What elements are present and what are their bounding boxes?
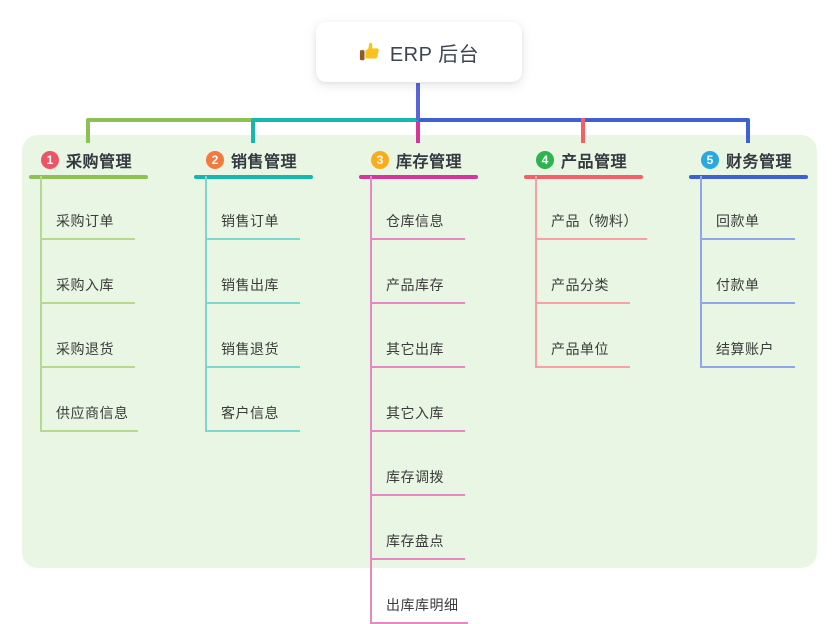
branch-sales: 2 销售管理 销售订单 销售出库 销售退货 客户信息 [194, 148, 359, 432]
branch-product: 4 产品管理 产品（物料） 产品分类 产品单位 [524, 148, 689, 368]
node-chanpin-danwei[interactable]: 产品单位 [535, 304, 630, 368]
node-kucun-diaobo[interactable]: 库存调拨 [370, 432, 465, 496]
node-chuku-mingxi[interactable]: 出库库明细 [370, 560, 468, 624]
branch-trunk [535, 176, 537, 367]
branch-finance-header[interactable]: 5 财务管理 [689, 148, 839, 172]
branch-product-children: 产品（物料） 产品分类 产品单位 [524, 176, 689, 368]
node-cangku-xinxi[interactable]: 仓库信息 [370, 176, 465, 240]
branch-inventory-header[interactable]: 3 库存管理 [359, 148, 524, 172]
node-xiaoshou-tuihuo[interactable]: 销售退货 [205, 304, 300, 368]
node-chanpin-wuliao[interactable]: 产品（物料） [535, 176, 647, 240]
branch-purchase-label: 采购管理 [66, 154, 133, 171]
branch-trunk [40, 176, 42, 431]
node-jiesuan-zhanghu[interactable]: 结算账户 [700, 304, 795, 368]
branch-inventory-children: 仓库信息 产品库存 其它出库 其它入库 库存调拨 库存盘点 出库库明细 [359, 176, 524, 624]
branch-purchase-children: 采购订单 采购入库 采购退货 供应商信息 [29, 176, 194, 432]
branch-sales-header[interactable]: 2 销售管理 [194, 148, 359, 172]
branch-purchase-underline [29, 175, 148, 179]
badge-5: 5 [701, 151, 719, 169]
node-qita-ruku[interactable]: 其它入库 [370, 368, 465, 432]
branch-finance-children: 回款单 付款单 结算账户 [689, 176, 839, 368]
node-kehu-xinxi[interactable]: 客户信息 [205, 368, 300, 432]
branch-inventory: 3 库存管理 仓库信息 产品库存 其它出库 其它入库 库存调拨 库存盘点 出库库… [359, 148, 524, 624]
branch-inventory-label: 库存管理 [396, 154, 463, 171]
node-caigou-dingdan[interactable]: 采购订单 [40, 176, 135, 240]
branch-finance-underline [689, 175, 808, 179]
branch-finance: 5 财务管理 回款单 付款单 结算账户 [689, 148, 839, 368]
branch-purchase: 1 采购管理 采购订单 采购入库 采购退货 供应商信息 [29, 148, 194, 432]
branch-sales-label: 销售管理 [231, 154, 298, 171]
node-fukuandan[interactable]: 付款单 [700, 240, 795, 304]
node-chanpin-kucun[interactable]: 产品库存 [370, 240, 465, 304]
branch-product-label: 产品管理 [561, 154, 628, 171]
node-xiaoshou-chuku[interactable]: 销售出库 [205, 240, 300, 304]
node-xiaoshou-dingdan[interactable]: 销售订单 [205, 176, 300, 240]
node-qita-chuku[interactable]: 其它出库 [370, 304, 465, 368]
branch-trunk [370, 176, 372, 623]
branch-sales-children: 销售订单 销售出库 销售退货 客户信息 [194, 176, 359, 432]
root-node-label: ERP 后台 [389, 43, 480, 66]
node-caigou-ruku[interactable]: 采购入库 [40, 240, 135, 304]
branch-purchase-header[interactable]: 1 采购管理 [29, 148, 194, 172]
branch-product-header[interactable]: 4 产品管理 [524, 148, 689, 172]
node-chanpin-fenlei[interactable]: 产品分类 [535, 240, 630, 304]
branch-product-underline [524, 175, 643, 179]
branch-inventory-underline [359, 175, 478, 179]
badge-4: 4 [536, 151, 554, 169]
branch-finance-label: 财务管理 [726, 154, 793, 171]
badge-1: 1 [41, 151, 59, 169]
node-caigou-tuihuo[interactable]: 采购退货 [40, 304, 135, 368]
branch-trunk [205, 176, 207, 431]
branch-trunk [700, 176, 702, 367]
node-gongyingshang-xinxi[interactable]: 供应商信息 [40, 368, 138, 432]
badge-2: 2 [206, 151, 224, 169]
badge-3: 3 [371, 151, 389, 169]
thumbs-up-emoji [359, 42, 379, 61]
branch-sales-underline [194, 175, 313, 179]
root-node-erp[interactable]: ERP 后台 [316, 22, 522, 82]
node-kucun-pandian[interactable]: 库存盘点 [370, 496, 465, 560]
node-huikuandan[interactable]: 回款单 [700, 176, 795, 240]
